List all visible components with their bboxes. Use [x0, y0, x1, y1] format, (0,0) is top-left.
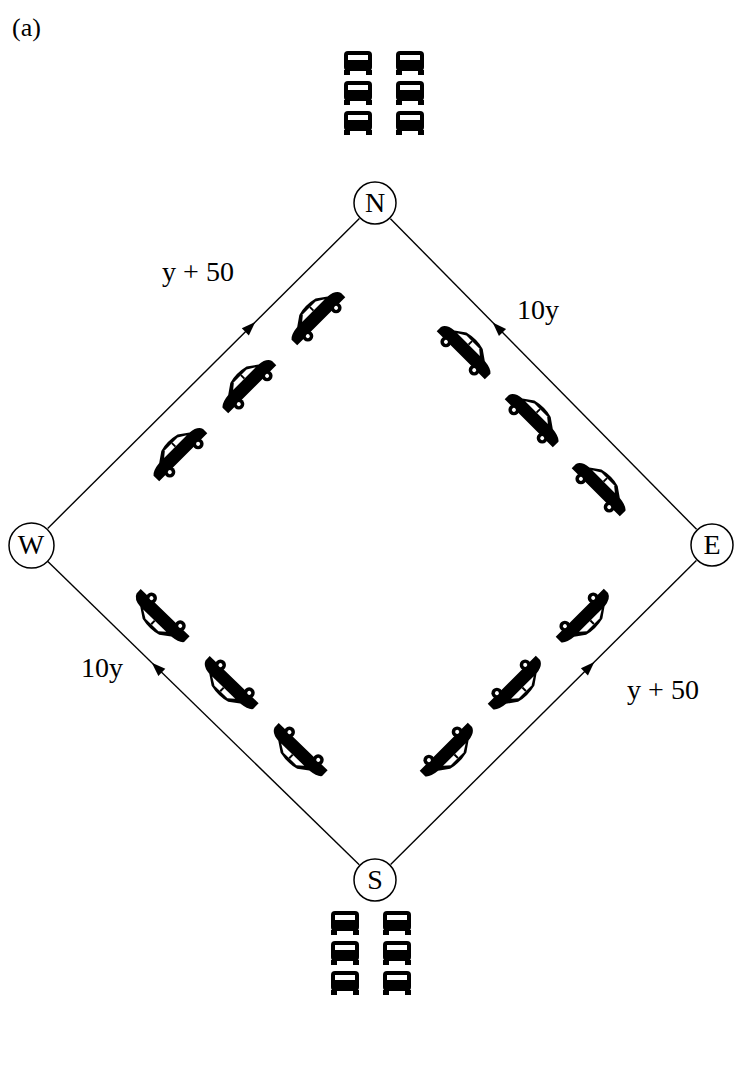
arrowhead — [581, 662, 594, 675]
road-connector — [48, 219, 360, 529]
parked-cars-top — [344, 51, 424, 135]
cars-east-north — [432, 316, 635, 521]
road-line — [390, 219, 696, 530]
parked-cars-bottom — [331, 911, 411, 995]
circle-shape — [354, 859, 396, 901]
arrowhead — [493, 322, 506, 335]
road-line — [391, 561, 697, 865]
road-connector — [391, 561, 697, 865]
road-connector — [390, 219, 696, 530]
road-connector — [48, 561, 359, 864]
circle-shape — [9, 523, 54, 568]
arrowhead — [242, 322, 255, 335]
edge-cost-label: y + 50 — [625, 675, 701, 706]
edge-cost-label: 10y — [79, 653, 125, 684]
cars-west-north — [144, 282, 350, 486]
arrowhead — [152, 663, 166, 676]
circle-shape — [354, 182, 396, 224]
node-letter: N — [365, 189, 385, 217]
node-circle: W — [8, 522, 55, 569]
cars-south-east — [415, 584, 619, 786]
cars-south-west — [126, 584, 332, 785]
node-circle: S — [353, 858, 397, 902]
edge-cost-label: y + 50 — [160, 257, 236, 288]
road-line — [48, 561, 359, 864]
node-circle: N — [353, 181, 397, 225]
node-letter: S — [367, 866, 383, 894]
edge-cost-label: 10y — [515, 295, 561, 326]
node-letter: E — [703, 531, 720, 559]
road-line — [48, 219, 360, 529]
node-letter: W — [18, 531, 44, 559]
node-circle: E — [690, 523, 734, 567]
circle-shape — [691, 524, 733, 566]
panel-label: (a) — [12, 14, 41, 43]
